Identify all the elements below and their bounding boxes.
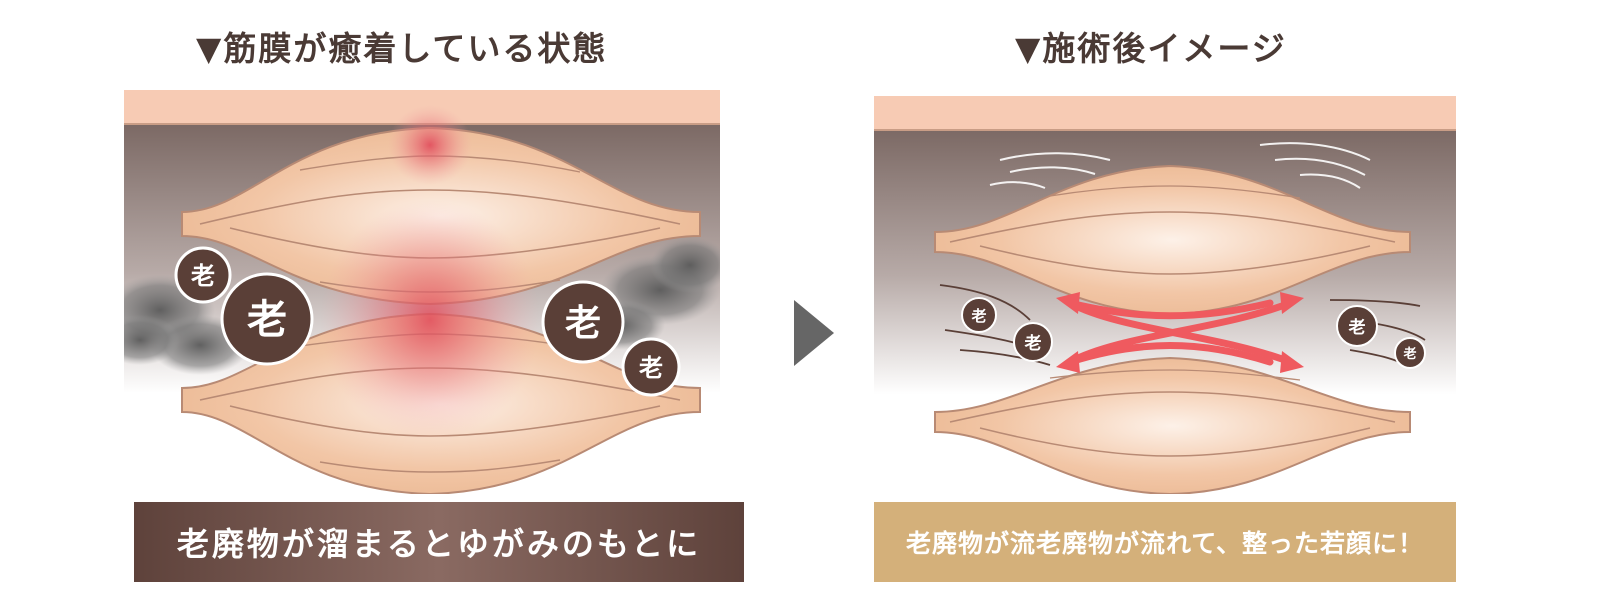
right-motion-lines-top	[989, 142, 1371, 189]
right-waste-badge-1: 老	[961, 297, 997, 333]
left-waste-badge-4: 老	[621, 337, 681, 397]
svg-text:老: 老	[247, 297, 287, 343]
svg-text:老: 老	[191, 262, 215, 290]
right-panel	[874, 96, 1456, 494]
right-caption-text: 老廃物が流老廃物が流れて、整った若顔に！	[905, 529, 1424, 558]
right-lower-muscle	[934, 356, 1411, 494]
right-caption-banner: 老廃物が流老廃物が流れて、整った若顔に！	[874, 502, 1456, 582]
right-waste-badge-4: 老	[1394, 337, 1426, 369]
svg-text:老: 老	[565, 303, 601, 344]
svg-text:老: 老	[970, 307, 986, 325]
right-upper-muscle	[934, 164, 1411, 316]
right-waste-badge-2: 老	[1013, 322, 1053, 362]
svg-text:老: 老	[639, 354, 663, 382]
svg-text:老: 老	[1348, 317, 1366, 338]
right-waste-badge-3: 老	[1336, 305, 1378, 347]
left-caption-banner: 老廃物が溜まるとゆがみのもとに	[134, 502, 744, 582]
right-skin-layer	[874, 96, 1456, 130]
play-triangle-icon	[794, 300, 834, 366]
expansion-arrows	[1056, 292, 1304, 373]
left-caption-text: 老廃物が溜まるとゆがみのもとに	[176, 525, 702, 563]
svg-text:老: 老	[1402, 346, 1416, 362]
left-panel-title: ▼筋膜が癒着している状態	[196, 29, 608, 68]
left-panel	[124, 90, 720, 494]
left-top-inflammation	[388, 105, 472, 185]
right-panel-title: ▼施術後イメージ	[1015, 29, 1287, 68]
svg-text:老: 老	[1024, 333, 1042, 354]
left-waste-badge-3: 老	[541, 280, 625, 364]
left-waste-badge-1: 老	[174, 246, 232, 304]
left-waste-badge-2: 老	[220, 272, 314, 366]
left-center-inflammation	[320, 200, 540, 440]
